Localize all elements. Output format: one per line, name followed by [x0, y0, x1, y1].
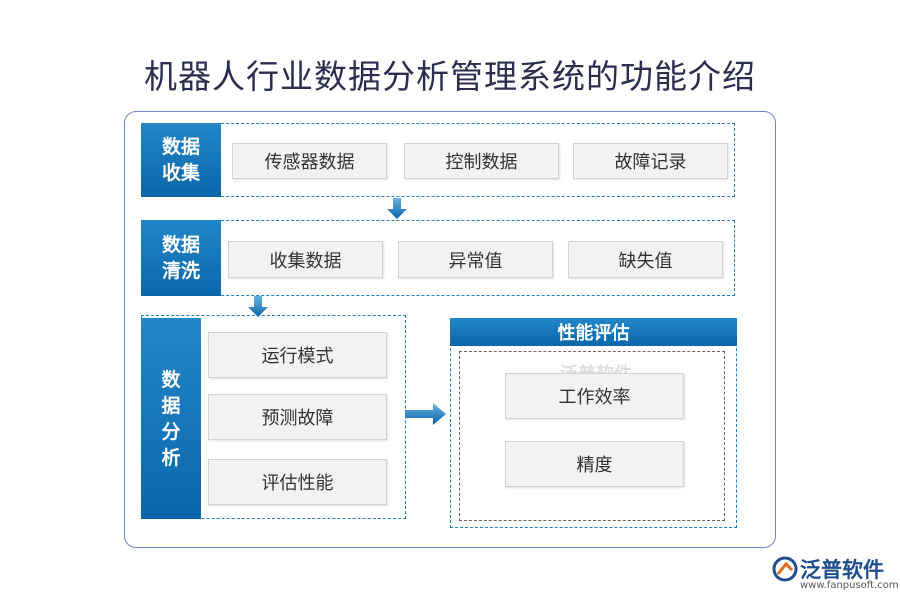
brand-logo: 泛普软件 www.fanpusoft.com [772, 552, 899, 596]
clean-label-line2: 清洗 [161, 260, 200, 282]
page-title: 机器人行业数据分析管理系统的功能介绍 [144, 57, 756, 96]
clean-label: 数据 清洗 [141, 220, 221, 296]
right-arrow-icon [405, 403, 446, 425]
down-arrow-icon [248, 296, 268, 317]
analyze-item-operating-mode: 运行模式 [208, 332, 387, 378]
analyze-item-evaluate-performance: 评估性能 [208, 459, 387, 505]
analyze-label-char2: 据 [161, 394, 181, 417]
evaluate-label: 性能评估 [450, 318, 737, 346]
clean-item-outlier: 异常值 [398, 241, 553, 278]
logo-url: www.fanpusoft.com [800, 580, 899, 591]
evaluate-item-efficiency: 工作效率 [505, 373, 684, 419]
diagram-frame [124, 111, 776, 548]
collect-label-line1: 数据 [161, 136, 200, 158]
evaluate-item-precision: 精度 [505, 441, 684, 487]
clean-label-line1: 数据 [161, 234, 200, 256]
down-arrow-icon [387, 198, 407, 219]
evaluate-inner-box [459, 351, 725, 521]
collect-item-fault-log: 故障记录 [573, 143, 728, 179]
clean-item-missing: 缺失值 [568, 241, 723, 278]
analyze-label-char3: 分 [161, 420, 181, 443]
logo-name: 泛普软件 [800, 558, 884, 582]
collect-item-sensor: 传感器数据 [232, 143, 387, 179]
logo-icon [772, 556, 798, 582]
collect-label-line2: 收集 [161, 162, 200, 184]
collect-label: 数据 收集 [141, 123, 221, 197]
analyze-item-predict-fault: 预测故障 [208, 394, 387, 440]
collect-item-control: 控制数据 [404, 143, 559, 179]
analyze-label-char1: 数 [161, 368, 181, 391]
clean-item-collected: 收集数据 [228, 241, 383, 278]
analyze-label-char4: 析 [161, 446, 181, 469]
analyze-label: 数 据 分 析 [141, 318, 201, 519]
